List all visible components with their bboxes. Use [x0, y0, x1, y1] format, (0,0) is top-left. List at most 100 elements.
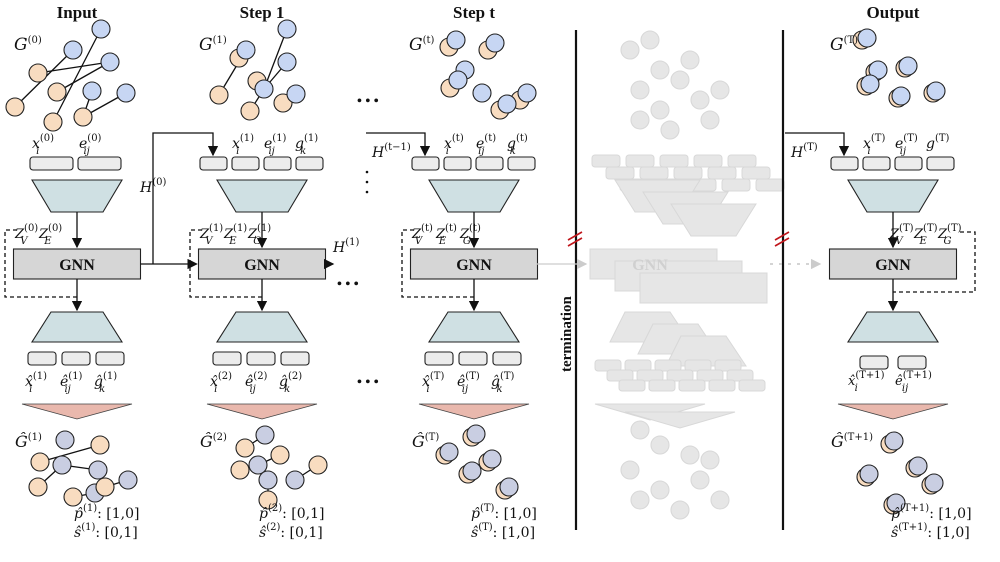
math-base: ŝ: [259, 525, 266, 541]
faded-box: [618, 379, 646, 392]
faded-triangle: [624, 411, 736, 429]
predicted-graph-label: Ĝ(2): [200, 431, 227, 451]
encoder-trapezoid: [31, 179, 123, 213]
math-superscript: (T): [947, 223, 962, 234]
graph-node-blue: [446, 30, 466, 50]
graph-node-orange: [43, 112, 63, 132]
output-feature-label: ê(T)ij: [457, 371, 480, 395]
math-subscript: i: [426, 384, 429, 395]
prediction-p-text: p̂(1): [1,0]: [74, 503, 140, 522]
math-base: G: [14, 35, 28, 55]
graph-node-blue: [860, 74, 880, 94]
math-superscript: (1): [240, 133, 254, 144]
latent-label: Z(0)E: [38, 223, 62, 247]
math-base: H: [332, 240, 346, 256]
math-base: e: [79, 136, 87, 152]
math-superscript: (0): [152, 177, 166, 188]
prediction-s-text: ŝ(T+1): [1,0]: [891, 522, 970, 541]
input-feature-label: x(0)i: [32, 133, 54, 157]
math-base: e: [895, 136, 903, 152]
latent-label: Z(t)G: [459, 223, 481, 247]
graph-node-blue: [277, 19, 297, 39]
math-superscript: (T): [935, 133, 950, 144]
math-superscript: (T): [465, 371, 480, 382]
math-subscript: i: [855, 383, 858, 394]
math-superscript: (T): [480, 503, 495, 514]
decoder-trapezoid: [31, 311, 123, 343]
output-feature-label: ĝ(1)k: [94, 371, 117, 395]
faded-box: [726, 369, 754, 382]
prediction-p-text: p̂(T+1): [1,0]: [891, 503, 972, 522]
math-superscript: (T): [899, 223, 914, 234]
prediction-p-text: p̂(T): [1,0]: [471, 503, 537, 522]
output-feature-label: x̂(1)i: [25, 371, 47, 395]
faded-box: [648, 379, 676, 392]
graph-node-blue: [286, 84, 306, 104]
faded-node: [630, 420, 650, 440]
graph-node-orange: [28, 477, 48, 497]
graph-node-blue: [517, 83, 537, 103]
graph-node-orange: [235, 438, 255, 458]
predicted-graph-label: Ĝ(T+1): [831, 431, 873, 451]
recurrent-dashed-loop: [4, 229, 77, 298]
math-superscript: (2): [288, 371, 302, 382]
math-base: ĝ: [94, 373, 103, 390]
graph-node-blue: [472, 83, 492, 103]
gnn-block: [409, 248, 539, 280]
faded-node: [710, 80, 730, 100]
math-superscript: (1): [28, 432, 42, 443]
math-base: e: [264, 136, 272, 152]
input-feature-label: e(0)ij: [79, 133, 102, 157]
math-subscript: G: [253, 236, 261, 247]
faded-node: [630, 110, 650, 130]
math-superscript: (T): [430, 371, 445, 382]
math-subscript: ij: [478, 146, 484, 157]
decoder-trapezoid: [216, 311, 308, 343]
math-superscript: (0): [48, 223, 62, 234]
math-superscript: (1): [272, 133, 286, 144]
input-feature-label: g(T): [926, 133, 950, 152]
math-superscript: (t): [469, 223, 481, 234]
math-base: g: [507, 136, 516, 152]
math-base: Ĝ: [15, 431, 28, 451]
math-base: Ĝ: [831, 431, 844, 451]
math-base: H: [139, 180, 153, 196]
graph-node-slate: [884, 431, 904, 451]
faded-box: [594, 359, 622, 372]
hidden-state-label: H(1): [332, 237, 359, 256]
math-superscript: (1): [33, 371, 47, 382]
faded-box: [654, 359, 682, 372]
faded-box: [693, 154, 723, 168]
math-base: p̂: [471, 506, 480, 522]
math-superscript: (1): [345, 237, 359, 248]
input-feature-label: x(1)i: [232, 133, 254, 157]
math-base: ê: [895, 374, 903, 389]
math-superscript: (T): [803, 142, 818, 153]
faded-node: [700, 450, 720, 470]
graph-decoder-triangle: [418, 403, 530, 420]
graph-node-blue: [63, 40, 83, 60]
math-base: Z: [411, 227, 422, 242]
output-feature-box: [95, 351, 125, 366]
math-base: g: [926, 136, 935, 152]
math-base: ê: [245, 374, 253, 390]
graph-node-blue: [891, 86, 911, 106]
graph-node-blue: [91, 19, 111, 39]
math-superscript: (T): [844, 35, 859, 46]
graph-node-blue: [254, 79, 274, 99]
math-subscript: V: [896, 236, 905, 247]
math-subscript: ij: [64, 384, 70, 395]
math-value: : [0,1]: [280, 525, 322, 541]
math-base: Z: [223, 227, 234, 242]
termination-label: termination: [559, 296, 575, 372]
feature-box: [926, 156, 955, 171]
math-superscript: (1): [257, 223, 271, 234]
math-base: ê: [457, 374, 465, 390]
math-superscript: (t−1): [384, 142, 411, 153]
math-base: Z: [199, 227, 210, 242]
math-base: Z: [14, 227, 25, 242]
math-base: Z: [913, 227, 924, 242]
graph-node-slate: [258, 470, 278, 490]
graph-node-orange: [230, 460, 250, 480]
math-base: x: [232, 136, 240, 152]
